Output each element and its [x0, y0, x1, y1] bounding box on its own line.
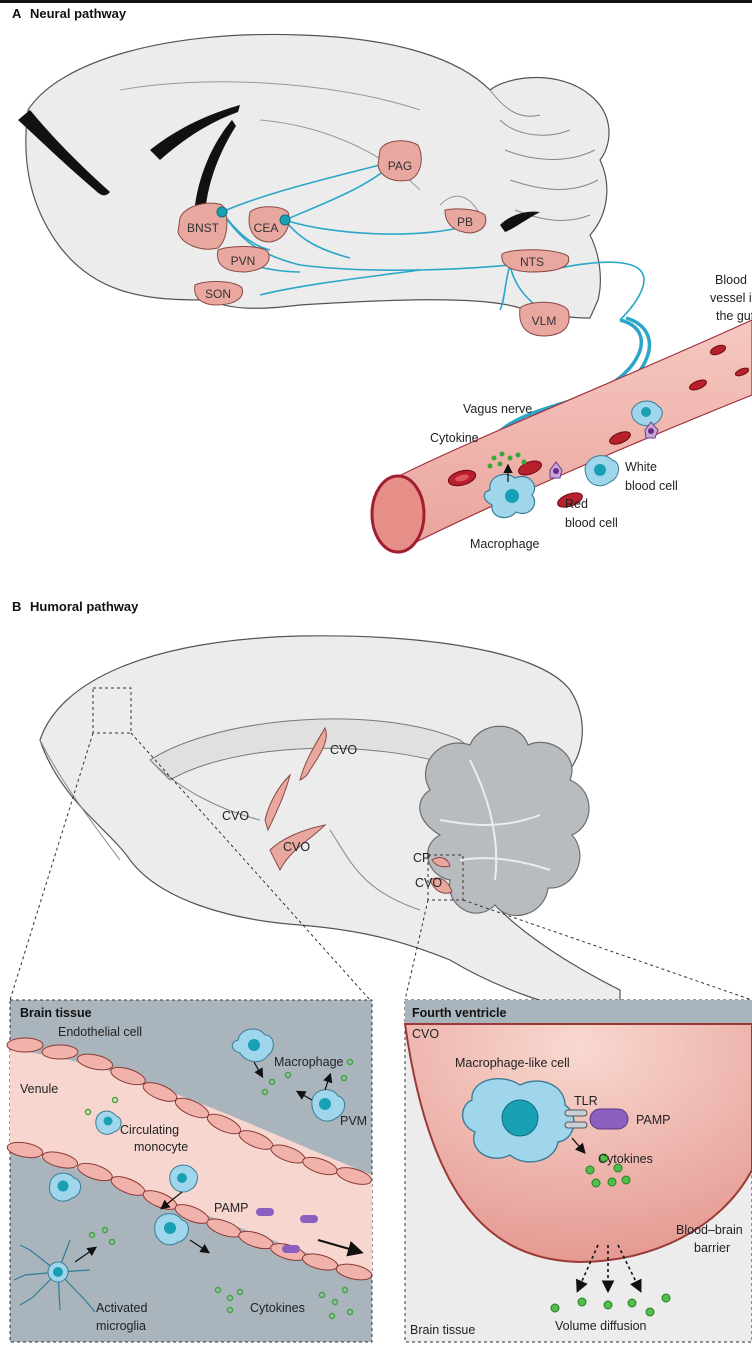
brain-tissue-title: Brain tissue [20, 1006, 92, 1020]
blood-vessel-label-2: vessel in [710, 291, 752, 305]
brain-cytokines-label: Cytokines [250, 1301, 305, 1315]
panel-b-letter: B [12, 599, 21, 614]
nucleus-pag: PAG [378, 141, 421, 181]
activated-microglia-label-1: Activated [96, 1301, 147, 1315]
panel-b-title: Humoral pathway [30, 599, 139, 614]
macrophage-like-nucleus [502, 1100, 538, 1136]
svg-text:SON: SON [205, 287, 231, 301]
bbb-label-1: Blood–brain [676, 1223, 743, 1237]
neuron-dot [280, 215, 290, 225]
white-blood-cell-label-1: White [625, 460, 657, 474]
panel-a-title: Neural pathway [30, 6, 127, 21]
cvo-box-label: CVO [412, 1027, 439, 1041]
svg-text:NTS: NTS [520, 255, 544, 269]
blood-vessel-label-1: Blood [715, 273, 747, 287]
venule-label: Venule [20, 1082, 58, 1096]
cvo-label-1: CVO [330, 743, 357, 757]
ventricle-cytokines-label: Cytokines [598, 1152, 653, 1166]
nucleus-nts: NTS [502, 250, 569, 272]
ventricle-pamp-label: PAMP [636, 1113, 671, 1127]
fourth-ventricle-title: Fourth ventricle [412, 1006, 507, 1020]
neuron-dot [217, 207, 227, 217]
nucleus-vlm: VLM [520, 302, 569, 336]
cytokine-label: Cytokine [430, 431, 479, 445]
svg-text:PVN: PVN [231, 254, 256, 268]
blood-vessel-label-3: the gut [716, 309, 752, 323]
red-blood-cell-label-2: blood cell [565, 516, 618, 530]
brain-macrophage-label: Macrophage [274, 1055, 344, 1069]
nucleus-pvn: PVN [217, 246, 269, 272]
red-blood-cell-label-1: Red [565, 497, 588, 511]
macrophage-like-label: Macrophage-like cell [455, 1056, 570, 1070]
svg-text:CEA: CEA [254, 221, 279, 235]
gut-blood-vessel [372, 320, 752, 552]
brain-sagittal-a [26, 34, 609, 318]
circulating-monocyte-label-2: monocyte [134, 1140, 188, 1154]
macrophage-label: Macrophage [470, 537, 540, 551]
volume-diffusion-label: Volume diffusion [555, 1319, 647, 1333]
macrophage-nucleus [505, 489, 519, 503]
cvo-label-3: CVO [283, 840, 310, 854]
panel-b: B Humoral pathway CVO CVO CVO CVO CP [6, 599, 752, 1342]
activated-microglia-label-2: microglia [96, 1319, 146, 1333]
svg-text:PB: PB [457, 215, 473, 229]
vagus-nerve-label: Vagus nerve [463, 402, 532, 416]
fourth-ventricle-box: Fourth ventricle [405, 1000, 752, 1342]
pamp-ligand [590, 1109, 628, 1129]
brain-pamp-label: PAMP [214, 1201, 249, 1215]
panel-a: A Neural pathway [12, 6, 752, 552]
svg-text:BNST: BNST [187, 221, 220, 235]
pvm-label: PVM [340, 1114, 367, 1128]
bbb-label-2: barrier [694, 1241, 730, 1255]
white-blood-cell-label-2: blood cell [625, 479, 678, 493]
brain-tissue-box: Brain tissue [6, 1000, 373, 1342]
panel-a-letter: A [12, 6, 22, 21]
ventricle-brain-tissue-label: Brain tissue [410, 1323, 475, 1337]
nucleus-son: SON [195, 282, 243, 305]
tlr-label: TLR [574, 1094, 598, 1108]
circulating-monocyte-label-1: Circulating [120, 1123, 179, 1137]
endothelial-cell-label: Endothelial cell [58, 1025, 142, 1039]
svg-text:VLM: VLM [532, 314, 557, 328]
cvo-label-4: CVO [415, 876, 442, 890]
svg-text:PAG: PAG [388, 159, 412, 173]
cvo-label-2: CVO [222, 809, 249, 823]
